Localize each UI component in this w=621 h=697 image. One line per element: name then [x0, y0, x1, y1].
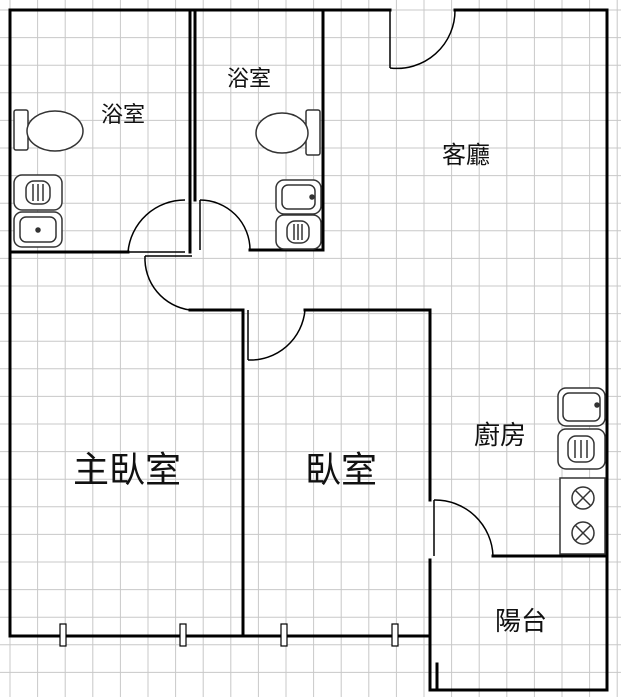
walls — [8, 8, 609, 692]
door-swing-icon-bedroom — [247, 309, 306, 361]
door-swing-icon-bath-right — [199, 199, 251, 251]
room-label-living: 客廳 — [442, 141, 490, 169]
sink-icon-right — [275, 179, 322, 215]
room-label-balcony: 陽台 — [495, 607, 547, 637]
sink-icon-left — [13, 211, 63, 248]
door-swing-icon-master — [144, 255, 192, 311]
room-label-bath-left: 浴室 — [101, 103, 145, 128]
sink-icon-kitchen — [557, 387, 606, 427]
door-swing-icon-main — [389, 9, 456, 70]
window-icon-row — [59, 623, 399, 647]
door-swing-icon-balcony — [433, 499, 494, 557]
doors — [127, 9, 494, 557]
door-swing-icon-bath-left — [127, 199, 186, 253]
stove-icon — [559, 477, 606, 555]
room-label-kitchen: 廚房 — [474, 421, 526, 451]
bathtub-icon-right — [275, 214, 322, 250]
bathtub-icon-kitchen — [557, 428, 606, 470]
room-label-master-bedroom: 主臥室 — [73, 450, 181, 491]
room-label-bath-right: 浴室 — [227, 67, 271, 92]
room-label-bedroom: 臥室 — [305, 450, 377, 491]
toilet-icon-left — [13, 109, 84, 152]
toilet-icon-right — [255, 109, 321, 156]
bathtub-icon-left — [13, 174, 63, 211]
